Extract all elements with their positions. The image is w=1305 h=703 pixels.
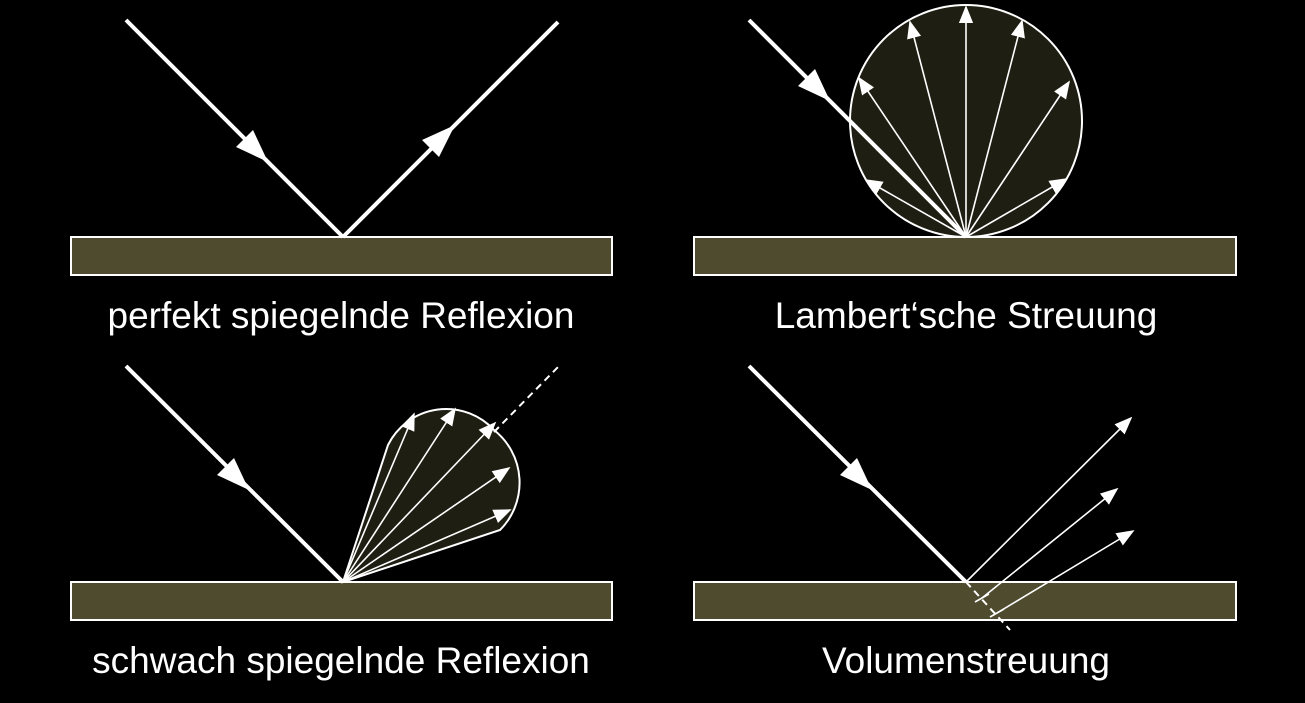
surface-slab <box>693 581 1237 621</box>
incident-arrowhead <box>798 69 830 101</box>
scattered-ray <box>342 509 512 583</box>
caption-lambert: Lambert‘sche Streuung <box>774 295 1158 336</box>
scattered-ray <box>965 80 1070 238</box>
scattered-ray <box>857 76 967 238</box>
exit-ticks <box>974 593 1005 618</box>
scattered-ray <box>342 407 456 583</box>
panel-lambert <box>693 4 1237 276</box>
scattered-ray <box>342 421 497 583</box>
panel-volume <box>693 364 1237 631</box>
specular-direction-dashed <box>493 366 559 433</box>
scattered-ray <box>342 466 511 583</box>
scattered-ray <box>965 416 1133 583</box>
caption-glossy: schwach spiegelnde Reflexion <box>92 640 590 681</box>
caption-specular: perfekt spiegelnde Reflexion <box>107 295 575 336</box>
refracted-ray-dashed <box>965 581 1011 631</box>
scattered-rays <box>342 407 512 583</box>
scattered-ray <box>981 487 1119 599</box>
scattered-rays <box>965 416 1135 614</box>
scattered-ray <box>965 178 1068 238</box>
scattered-ray <box>996 530 1135 614</box>
surface-slab <box>693 236 1237 276</box>
surface-slab <box>70 236 613 276</box>
scattered-ray <box>907 20 967 238</box>
panel-specular <box>70 18 613 276</box>
caption-volume: Volumenstreuung <box>822 640 1110 681</box>
tick <box>989 608 1005 618</box>
reflected-arrowhead <box>422 125 455 157</box>
incident-ray <box>124 18 345 239</box>
tick <box>974 593 990 603</box>
scattered-ray <box>864 179 967 238</box>
incident-arrowhead <box>236 130 268 162</box>
incident-ray <box>747 18 968 239</box>
scattered-ray <box>342 412 415 583</box>
panel-glossy <box>70 364 613 621</box>
incident-arrowhead <box>217 458 249 490</box>
reflection-lobe <box>341 408 521 584</box>
scattered-rays <box>857 5 1070 238</box>
surface-slab <box>70 581 613 621</box>
incident-arrowhead <box>840 458 872 490</box>
scattered-ray <box>965 19 1025 238</box>
